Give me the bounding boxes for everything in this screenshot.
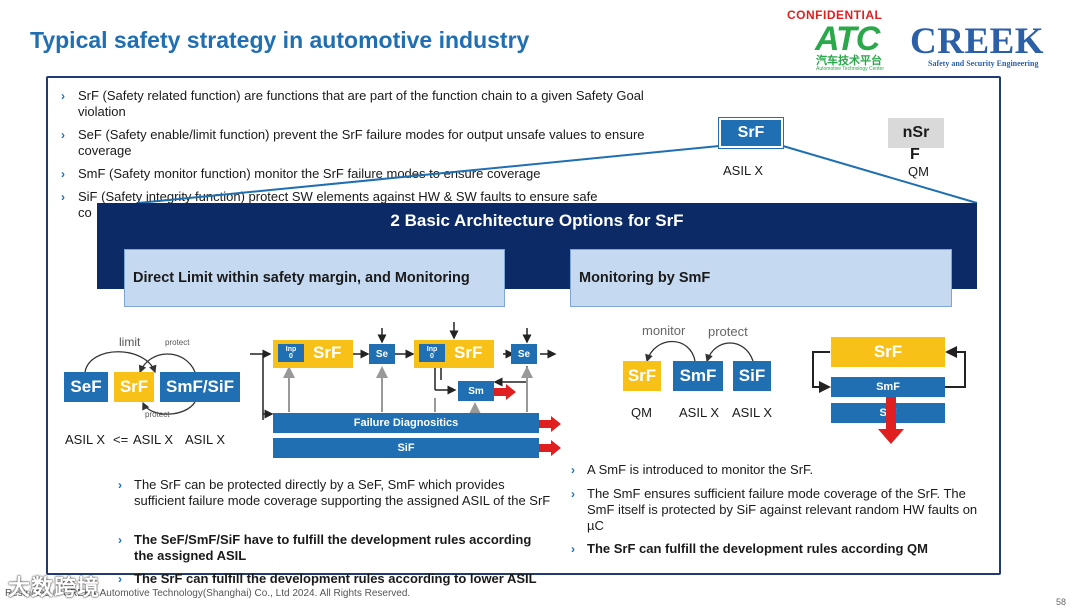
option-b-label: Monitoring by SmF — [579, 270, 711, 286]
creek-logo-subtitle: Safety and Security Engineering — [928, 59, 1039, 68]
se-box-2: Se — [511, 344, 537, 364]
chevron-right-icon: › — [571, 542, 575, 556]
stack-down-arrow-icon — [878, 397, 904, 444]
bullet-sef: › SeF (Safety enable/limit function) prev… — [61, 127, 678, 159]
nsrf-box: nSr — [888, 118, 944, 148]
right-diagram-arrows — [645, 340, 754, 363]
atc-logo-cn: 汽车技术平台 — [816, 55, 882, 67]
srf-chain-2-label: SrF — [454, 343, 483, 362]
srf-box: SrF — [718, 117, 784, 149]
sif-bar: SiF — [273, 438, 539, 458]
content-frame — [46, 76, 1001, 575]
bullet-srf: › SrF (Safety related function) are funct… — [61, 88, 678, 120]
mid-diagram-arrows — [250, 322, 557, 420]
stack-diagram-arrows — [812, 346, 966, 393]
bullet-sif-continuation: co — [78, 205, 92, 220]
sif-box-right: SiF — [733, 361, 771, 391]
chevron-right-icon: › — [571, 463, 575, 477]
sm-box: Sm — [458, 381, 494, 401]
left-diagram-arrows — [84, 351, 196, 415]
chevron-right-icon: › — [118, 478, 122, 492]
srf-chain-1-label: SrF — [313, 343, 342, 362]
nsrf-box-line2: F — [910, 146, 920, 163]
asil-label-1: ASIL X — [65, 432, 105, 447]
option-a-header: Direct Limit within safety margin, and M… — [124, 249, 505, 307]
protect-label-right: protect — [708, 324, 748, 339]
le-label: <= — [113, 432, 129, 447]
chevron-right-icon: › — [571, 487, 575, 501]
qm-label: QM — [631, 405, 652, 420]
confidential-label: CONFIDENTIAL — [787, 8, 883, 22]
nsrf-qm-label: QM — [908, 164, 929, 179]
page-title: Typical safety strategy in automotive in… — [30, 27, 530, 53]
srf-asil-label: ASIL X — [723, 163, 763, 178]
srf-box-right: SrF — [623, 361, 661, 391]
chevron-right-icon: › — [118, 533, 122, 547]
note-text: The SrF can be protected directly by a S… — [134, 477, 551, 508]
limit-label: limit — [119, 335, 141, 349]
smf-box-right: SmF — [673, 361, 723, 391]
asil-label-right-1: ASIL X — [679, 405, 719, 420]
bullet-text: SeF (Safety enable/limit function) preve… — [78, 127, 645, 158]
asil-label-right-2: ASIL X — [732, 405, 772, 420]
right-note-1: › A SmF is introduced to monitor the SrF. — [571, 462, 987, 478]
smf-box-stack: SmF — [831, 377, 945, 397]
banner-title: 2 Basic Architecture Options for SrF — [390, 211, 684, 230]
bullet-text: SmF (Safety monitor function) monitor th… — [78, 166, 541, 181]
creek-logo: CREEK — [910, 21, 1045, 62]
sm-output-arrow-icon — [494, 384, 516, 400]
atc-logo-en: Automotive Technology Center — [816, 66, 885, 72]
option-a-label: Direct Limit within safety margin, and M… — [133, 270, 470, 286]
atc-logo: ATC — [815, 20, 880, 58]
right-note-3: › The SrF can fulfill the development rul… — [571, 541, 987, 557]
smf-sif-box: SmF/SiF — [160, 372, 240, 402]
right-note-2: › The SmF ensures sufficient failure mode… — [571, 486, 987, 534]
srf-box-stack: SrF — [831, 337, 945, 367]
chevron-right-icon: › — [61, 89, 65, 103]
watermark: 大数跨境 — [8, 575, 101, 600]
sif-output-arrow-icon — [539, 440, 561, 456]
protect-top-label: protect — [165, 338, 190, 347]
left-note-3: › The SrF can fulfill the development rul… — [118, 571, 554, 587]
bullet-text: SiF (Safety integrity function) protect … — [78, 189, 598, 204]
fd-output-arrow-icon — [539, 416, 561, 432]
page-number: 58 — [1056, 597, 1067, 607]
note-text: A SmF is introduced to monitor the SrF. — [587, 462, 814, 477]
chevron-right-icon: › — [118, 572, 122, 586]
left-note-1: › The SrF can be protected directly by a … — [118, 477, 554, 509]
chevron-right-icon: › — [61, 190, 65, 204]
footer-copyright: Restricted © CREEK Automotive Technology… — [5, 588, 411, 599]
monitor-label: monitor — [642, 323, 686, 338]
bullet-smf: › SmF (Safety monitor function) monitor t… — [61, 166, 678, 182]
note-text: The SrF can fulfill the development rule… — [587, 541, 928, 556]
chevron-right-icon: › — [61, 128, 65, 142]
note-text: The SmF ensures sufficient failure mode … — [587, 486, 978, 533]
note-text: The SeF/SmF/SiF have to fulfill the deve… — [134, 532, 532, 563]
left-note-2: › The SeF/SmF/SiF have to fulfill the dev… — [118, 532, 554, 564]
option-b-header: Monitoring by SmF — [570, 249, 952, 307]
sef-box: SeF — [64, 372, 108, 402]
failure-diagnostics-box: Failure Diagnositics — [273, 413, 539, 433]
asil-label-2: ASIL X — [133, 432, 173, 447]
srf-box-left: SrF — [114, 372, 154, 402]
protect-bottom-label: protect — [145, 410, 170, 419]
asil-label-3: ASIL X — [185, 432, 225, 447]
bullet-text: SrF (Safety related function) are functi… — [78, 88, 644, 119]
chevron-right-icon: › — [61, 167, 65, 181]
bullet-sif: › SiF (Safety integrity function) protect… — [61, 189, 678, 205]
se-box-1: Se — [369, 344, 395, 364]
note-text: The SrF can fulfill the development rule… — [134, 571, 537, 586]
